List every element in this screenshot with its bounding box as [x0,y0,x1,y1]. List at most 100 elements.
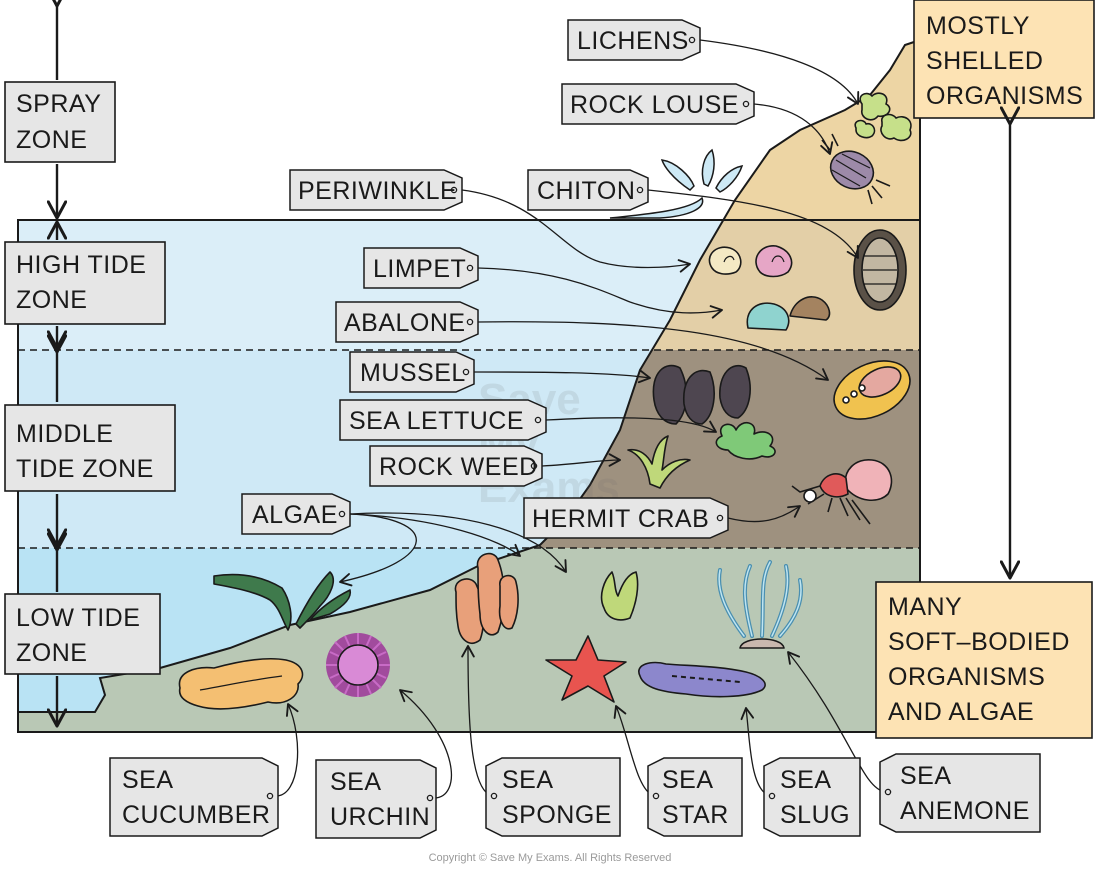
note-soft-bodied-line3: ORGANISMS [888,663,1045,691]
leader-algae-3 [349,512,567,573]
tag-sea-star-line2: STAR [662,801,729,829]
tag-sea-star-line1: SEA [662,766,714,794]
note-shelled-line2: SHELLED [926,47,1043,75]
zone-label-low-tide: LOW TIDE ZONE [4,593,161,675]
tag-lichens-text: LICHENS [577,27,689,55]
leader-sea-sponge [461,645,493,797]
organism-tags: LICHENS ROCK LOUSE PERIWINKLE CHITON LIM… [109,19,1041,839]
note-soft-bodied-line1: MANY [888,593,962,621]
note-soft-bodied-line4: AND ALGAE [888,698,1034,726]
tag-rock-weed: ROCK WEED [369,445,543,487]
zone-label-middle-tide-line1: MIDDLE [16,420,113,448]
zone-label-high-tide-line2: ZONE [16,286,87,314]
note-soft-bodied: MANY SOFT–BODIED ORGANISMS AND ALGAE [875,581,1093,739]
lichens-drawing [854,92,912,142]
sea-sponge-drawing [454,552,519,644]
tag-hermit-crab-text: HERMIT CRAB [532,505,709,533]
sea-cucumber-drawing [178,657,304,710]
limpet-drawing [746,296,831,331]
leader-periwinkle [461,189,691,273]
note-shelled-line3: ORGANISMS [926,82,1083,110]
zone-boundaries [18,219,920,549]
leader-mussel [473,369,651,384]
algae-drawing [213,571,352,631]
tag-mussel: MUSSEL [349,351,475,393]
notes: MOSTLY SHELLED ORGANISMS MANY SOFT–BODIE… [875,0,1095,739]
rock-weed-drawing [627,435,691,489]
leader-sea-lettuce [545,417,717,433]
tag-sea-urchin: SEA URCHIN [315,759,437,839]
chiton-drawing [853,229,907,311]
tag-sea-sponge: SEA SPONGE [485,757,621,837]
tag-sea-urchin-line1: SEA [330,768,382,796]
tag-sea-anemone-line1: SEA [900,762,952,790]
note-soft-bodied-line2: SOFT–BODIED [888,628,1070,656]
tag-limpet-text: LIMPET [373,255,466,283]
tag-sea-sponge-line1: SEA [502,766,554,794]
tag-abalone-text: ABALONE [344,309,466,337]
zone-label-high-tide-line1: HIGH TIDE [16,251,146,279]
tag-algae: ALGAE [241,493,351,535]
small-alga-drawing [600,571,639,621]
sea-star-drawing [545,635,627,703]
sea-slug-drawing [638,661,766,698]
tag-sea-sponge-line2: SPONGE [502,801,612,829]
tag-chiton: CHITON [527,169,649,211]
hermit-crab-drawing [791,459,893,525]
tag-sea-anemone: SEA ANEMONE [879,753,1041,833]
tag-rock-louse-text: ROCK LOUSE [570,91,739,119]
tag-hermit-crab: HERMIT CRAB [523,497,729,539]
tag-limpet: LIMPET [363,247,479,289]
tag-periwinkle: PERIWINKLE [289,169,463,211]
zone-label-spray: SPRAY ZONE [4,81,116,163]
tag-sea-slug: SEA SLUG [763,757,861,837]
copyright: Copyright © Save My Exams. All Rights Re… [429,852,672,864]
tag-sea-lettuce-text: SEA LETTUCE [349,407,524,435]
tag-lichens: LICHENS [567,19,701,61]
tag-sea-slug-line2: SLUG [780,801,850,829]
rock-louse-drawing [821,133,891,205]
tag-sea-slug-line1: SEA [780,766,832,794]
tag-algae-text: ALGAE [252,501,338,529]
tag-mussel-text: MUSSEL [360,359,466,387]
mussel-drawing [652,364,751,425]
periwinkle-drawing [708,245,793,278]
zone-labels: SPRAY ZONE HIGH TIDE ZONE MIDDLE TIDE ZO… [4,81,176,675]
leader-limpet [477,267,723,319]
leader-rock-weed [541,453,621,467]
tag-sea-anemone-line2: ANEMONE [900,797,1030,825]
leader-hermit-crab [727,505,801,523]
sea-lettuce-drawing [715,422,776,460]
tag-sea-cucumber: SEA CUCUMBER [109,757,279,837]
leader-algae-2 [349,513,521,557]
leader-rock-louse [753,103,834,155]
leader-lichens [699,39,860,105]
zone-label-middle-tide: MIDDLE TIDE ZONE [4,404,176,492]
leader-chiton [647,189,859,259]
organism-illustrations [178,92,912,710]
note-shelled: MOSTLY SHELLED ORGANISMS [913,0,1095,119]
wave-splash [609,148,744,219]
tag-abalone: ABALONE [335,301,479,343]
tag-sea-urchin-line2: URCHIN [330,803,430,831]
tag-rock-weed-text: ROCK WEED [379,453,538,481]
tag-sea-lettuce: SEA LETTUCE [339,399,547,441]
zone-label-low-tide-line2: ZONE [16,639,87,667]
tag-rock-louse: ROCK LOUSE [561,83,755,125]
leader-abalone [477,321,829,381]
zone-label-low-tide-line1: LOW TIDE [16,604,140,632]
zone-label-high-tide: HIGH TIDE ZONE [4,241,166,325]
leader-sea-cucumber [275,703,299,797]
note-shelled-line1: MOSTLY [926,12,1030,40]
abalone-drawing [833,360,911,420]
sea-urchin-drawing [326,633,390,697]
tag-sea-cucumber-line2: CUCUMBER [122,801,270,829]
sea-anemone-drawing [717,560,803,649]
leader-sea-anemone [787,651,887,793]
tag-sea-star: SEA STAR [647,757,743,837]
tag-periwinkle-text: PERIWINKLE [298,177,457,205]
zone-label-spray-line2: ZONE [16,126,87,154]
leader-sea-urchin [399,689,453,799]
tag-sea-cucumber-line1: SEA [122,766,174,794]
